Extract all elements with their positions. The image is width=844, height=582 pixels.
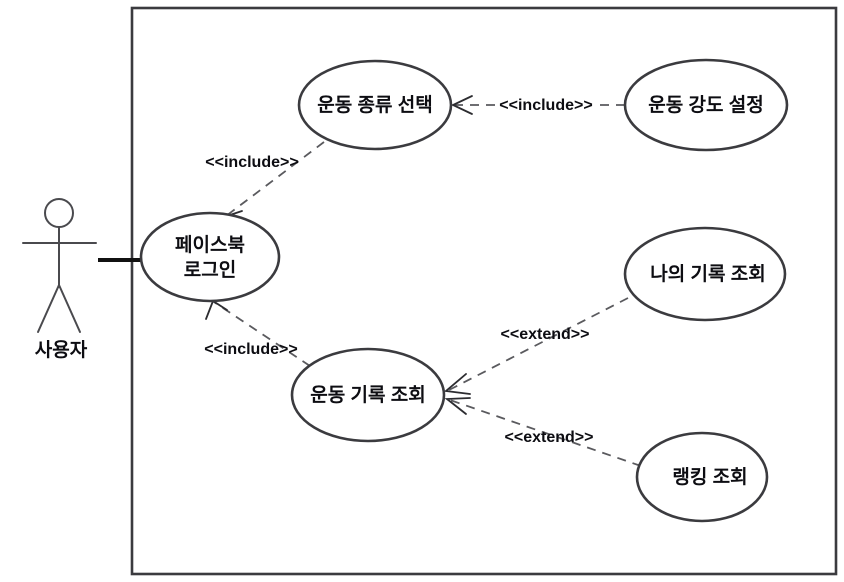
usecase-label-line1: 운동 강도 설정 [648, 94, 763, 116]
usecase-label-line1: 랭킹 조회 [672, 466, 747, 488]
arrowhead-open-icon [444, 397, 471, 415]
dependency-line [449, 399, 642, 467]
relationship-include-records-to-login: <<include>> [204, 299, 311, 367]
usecase-label-line1: 나의 기록 조회 [650, 263, 765, 285]
actor-label: 사용자 [35, 339, 88, 361]
usecase-ellipse [139, 211, 281, 303]
relationship-include-intensity-to-select: <<include>> [450, 95, 625, 115]
usecase-view-exercise-records[interactable]: 운동 기록 조회 [290, 347, 446, 443]
relationship-extend-myrecords-to-records: <<extend>> [443, 297, 629, 395]
usecase-ellipse [290, 347, 446, 443]
arrowhead-open-icon [205, 299, 228, 320]
usecase-label-line2: 로그인 [184, 259, 236, 281]
stereotype-label: <<include>> [204, 341, 297, 358]
relationship-extend-ranking-to-records: <<extend>> [444, 397, 642, 467]
system-boundary [130, 6, 838, 576]
usecase-ellipse [635, 431, 769, 523]
usecase-label-line1: 운동 종류 선택 [317, 94, 432, 116]
usecase-label-line1: 운동 기록 조회 [310, 384, 425, 406]
dependency-line [448, 297, 629, 391]
usecase-ellipse [297, 59, 453, 151]
usecase-label-line1: 페이스북 [175, 234, 245, 256]
usecase-ellipse [623, 226, 787, 322]
stereotype-label: <<include>> [205, 154, 298, 171]
arrowhead-open-icon [443, 373, 471, 395]
stereotype-label: <<extend>> [501, 326, 590, 343]
stereotype-label: <<include>> [499, 97, 592, 114]
usecase-set-exercise-intensity[interactable]: 운동 강도 설정 [623, 58, 789, 152]
usecase-view-my-records[interactable]: 나의 기록 조회 [623, 226, 787, 322]
usecase-view-ranking[interactable]: 랭킹 조회 [635, 431, 769, 523]
usecase-ellipse [623, 58, 789, 152]
dependency-line [225, 141, 325, 217]
usecase-facebook-login[interactable]: 페이스북 로그인 [139, 211, 281, 303]
actor-사용자[interactable]: 사용자 [22, 198, 97, 361]
stereotype-label: <<extend>> [505, 429, 594, 446]
arrowhead-open-icon [450, 95, 473, 115]
actor-leg-left-icon [37, 284, 60, 333]
usecase-select-exercise-type[interactable]: 운동 종류 선택 [297, 59, 453, 151]
actor-head-icon [44, 198, 74, 228]
dependency-line [213, 301, 311, 367]
actor-leg-right-icon [58, 284, 81, 333]
